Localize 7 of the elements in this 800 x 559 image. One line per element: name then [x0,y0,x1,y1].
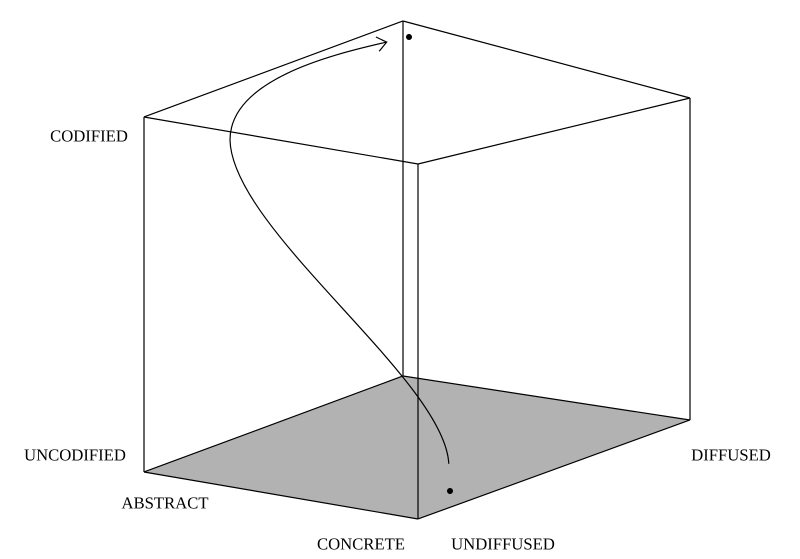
axis-label: CONCRETE [318,538,404,550]
axis-label: ABSTRACT [122,497,208,509]
axis-label: UNCODIFIED [24,449,126,461]
axis-label: UNDIFFUSED [452,538,554,550]
curved-arrow [229,36,450,464]
axis-label: CODIFIED [50,130,128,142]
axis-label: DIFFUSED [692,449,770,461]
